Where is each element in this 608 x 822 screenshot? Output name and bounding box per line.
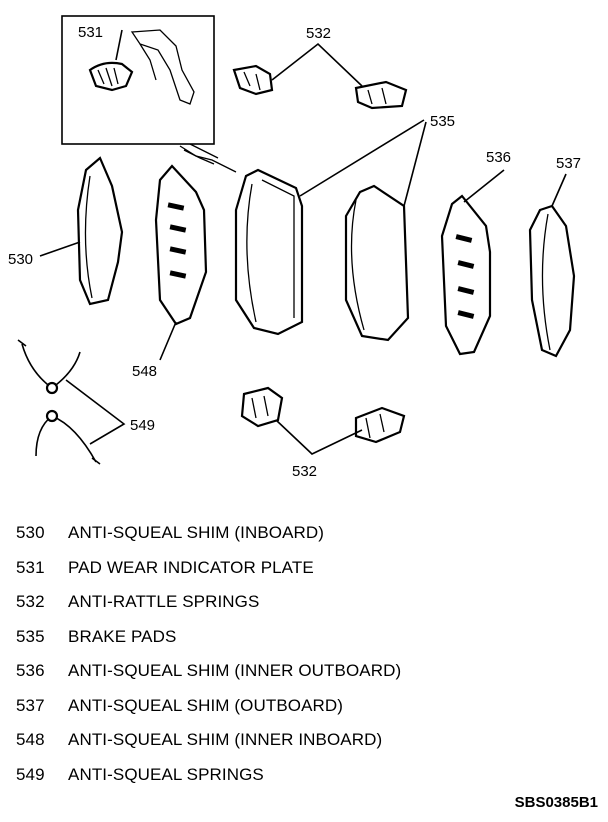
anti-squeal-spring-lower: [35, 409, 101, 465]
anti-squeal-shim-inner-inboard: [154, 164, 208, 326]
exploded-parts-diagram: 531 532 535 530: [8, 15, 581, 480]
callout-536: 536: [486, 149, 511, 166]
figure-id: SBS0385B1: [514, 794, 598, 811]
wear-indicator-inset: 531: [61, 15, 215, 145]
callout-548: 548: [132, 363, 157, 380]
wear-indicator-plate: [88, 61, 134, 92]
anti-rattle-spring-top-right: [354, 80, 408, 110]
anti-squeal-shim-inner-outboard: [440, 194, 492, 356]
anti-rattle-spring-top-left: [232, 64, 274, 96]
brake-pad-outboard: [344, 184, 410, 342]
brake-pad-inboard: [234, 168, 304, 336]
callout-532-bottom: 532: [292, 463, 317, 480]
anti-rattle-spring-bottom-left: [240, 386, 284, 428]
callout-531: 531: [78, 24, 103, 41]
callout-530: 530: [8, 251, 33, 268]
callout-537: 537: [556, 155, 581, 172]
anti-squeal-shim-outboard: [528, 204, 576, 358]
callout-532-top: 532: [306, 25, 331, 42]
anti-squeal-spring-upper: [17, 339, 81, 395]
callout-549: 549: [130, 417, 155, 434]
anti-squeal-shim-inboard: [76, 156, 124, 306]
callout-535: 535: [430, 113, 455, 130]
anti-rattle-spring-bottom-right: [354, 406, 406, 444]
